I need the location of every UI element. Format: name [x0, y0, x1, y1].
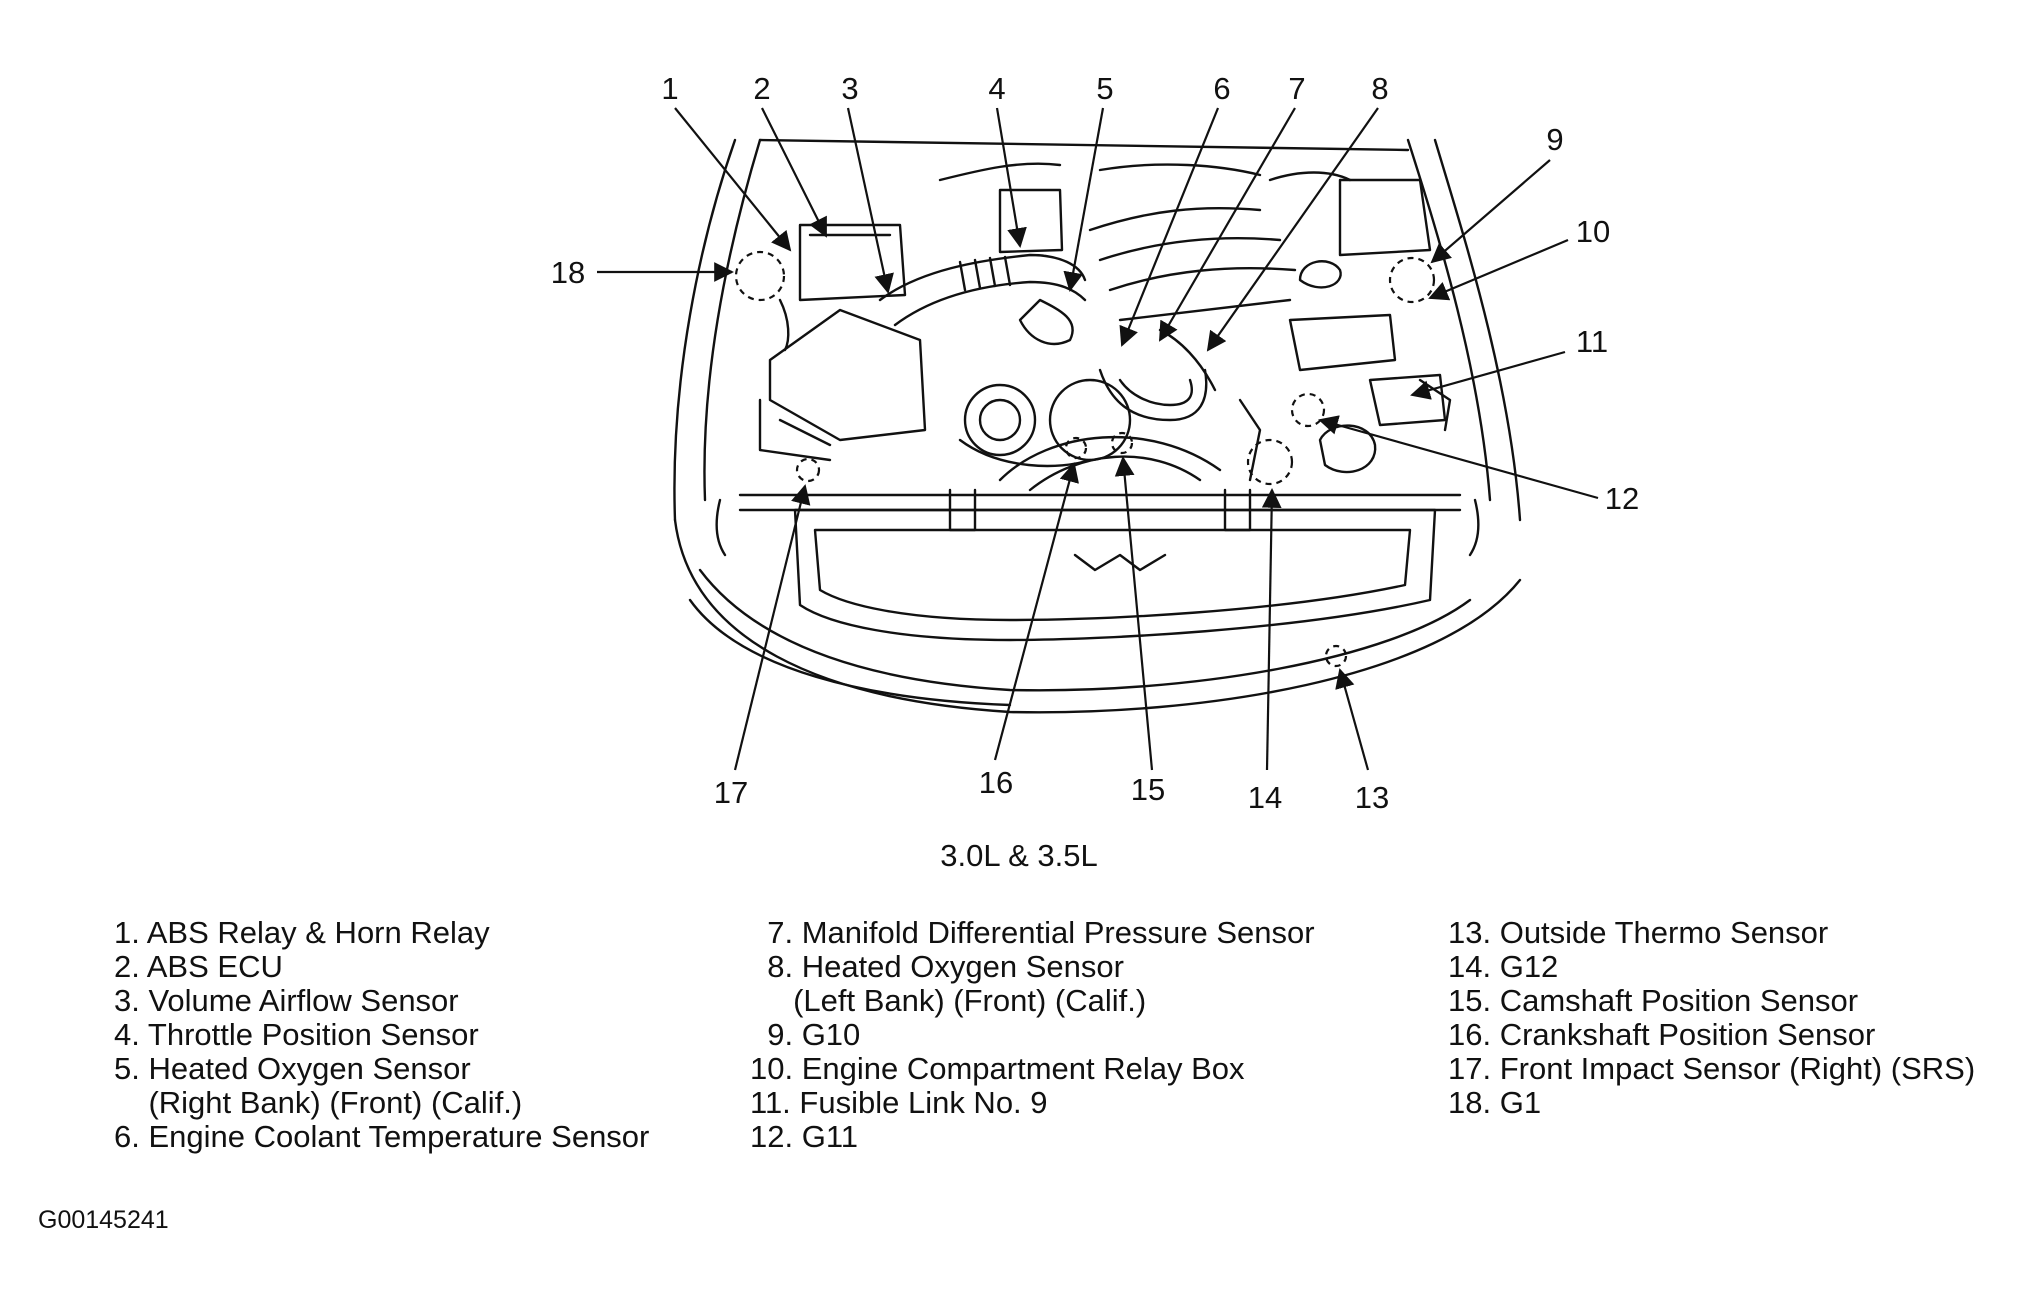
callout-9: 9 — [1546, 122, 1563, 157]
callout-12: 12 — [1605, 481, 1639, 516]
legend-item: 3. Volume Airflow Sensor — [114, 983, 459, 1018]
callout-15: 15 — [1131, 772, 1165, 807]
legend-item: 18. G1 — [1448, 1085, 1542, 1120]
legend-item: 4. Throttle Position Sensor — [114, 1017, 479, 1052]
callout-17: 17 — [714, 775, 748, 810]
location-marker-18 — [734, 250, 786, 302]
legend-item: 6. Engine Coolant Temperature Sensor — [114, 1119, 650, 1154]
callout-13: 13 — [1355, 780, 1389, 815]
legend-item: 7. Manifold Differential Pressure Sensor — [750, 915, 1315, 950]
callout-6: 6 — [1213, 71, 1230, 106]
legend-item: (Left Bank) (Front) (Calif.) — [750, 983, 1147, 1018]
callout-18: 18 — [551, 255, 585, 290]
legend-item: 11. Fusible Link No. 9 — [750, 1085, 1048, 1120]
legend-item: 8. Heated Oxygen Sensor — [750, 949, 1124, 984]
location-marker-14 — [1246, 438, 1294, 486]
legend-item: 1. ABS Relay & Horn Relay — [114, 915, 490, 950]
legend-item: (Right Bank) (Front) (Calif.) — [114, 1085, 523, 1120]
callout-11: 11 — [1576, 324, 1608, 359]
figure-id: G00145241 — [38, 1206, 169, 1234]
location-marker-13 — [1324, 644, 1348, 668]
callout-7: 7 — [1288, 71, 1305, 106]
legend-item: 16. Crankshaft Position Sensor — [1448, 1017, 1876, 1052]
leader-lines — [597, 107, 1599, 771]
legend-column-1: 1. ABS Relay & Horn Relay 2. ABS ECU 3. … — [114, 916, 649, 1154]
callout-1: 1 — [661, 71, 678, 106]
callout-8: 8 — [1371, 71, 1388, 106]
legend-item: 15. Camshaft Position Sensor — [1448, 983, 1859, 1018]
engine-compartment-diagram: 1 2 3 4 5 6 7 8 9 10 11 12 13 14 15 16 1… — [551, 71, 1639, 815]
legend-column-3: 13. Outside Thermo Sensor 14. G12 15. Ca… — [1448, 916, 1975, 1120]
legend-column-2: 7. Manifold Differential Pressure Sensor… — [750, 916, 1315, 1154]
location-marker-16 — [1064, 436, 1088, 460]
legend-item: 12. G11 — [750, 1119, 859, 1154]
callout-4: 4 — [988, 71, 1005, 106]
callout-14: 14 — [1248, 780, 1282, 815]
callout-10: 10 — [1576, 214, 1610, 249]
legend-item: 5. Heated Oxygen Sensor — [114, 1051, 471, 1086]
legend-item: 10. Engine Compartment Relay Box — [750, 1051, 1245, 1086]
legend-item: 14. G12 — [1448, 949, 1559, 984]
location-marker-17 — [795, 457, 821, 483]
legend-item: 9. G10 — [750, 1017, 861, 1052]
callout-16: 16 — [979, 765, 1013, 800]
location-marker-11 — [1290, 392, 1326, 428]
callout-2: 2 — [753, 71, 770, 106]
figure-caption: 3.0L & 3.5L — [940, 838, 1098, 873]
callout-3: 3 — [841, 71, 858, 106]
location-marker-9-10 — [1388, 256, 1436, 304]
legend-item: 13. Outside Thermo Sensor — [1448, 915, 1829, 950]
engine-illustration — [673, 138, 1522, 714]
callout-5: 5 — [1096, 71, 1113, 106]
location-markers — [734, 250, 1436, 668]
location-marker-15 — [1110, 431, 1134, 455]
legend-item: 17. Front Impact Sensor (Right) (SRS) — [1448, 1051, 1976, 1086]
legend-item: 2. ABS ECU — [114, 949, 283, 984]
callout-numbers: 1 2 3 4 5 6 7 8 9 10 11 12 13 14 15 16 1… — [551, 71, 1639, 815]
